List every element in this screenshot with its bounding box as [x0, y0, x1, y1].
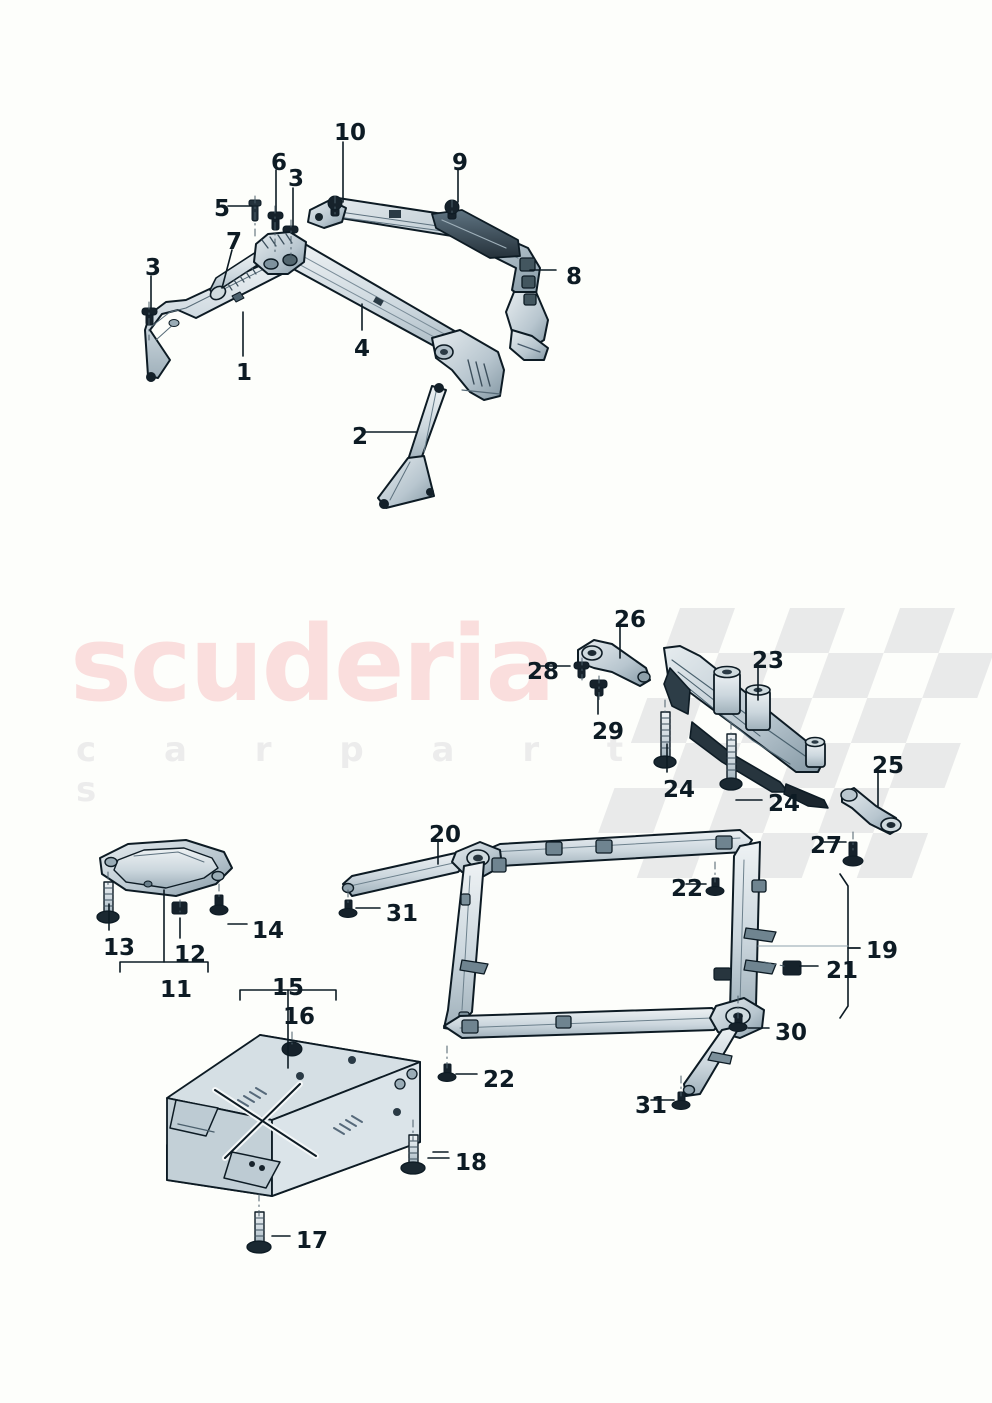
callout-number-24: 24 [663, 777, 696, 803]
part-22-bolt-upper [705, 877, 725, 896]
callout-number-21: 21 [826, 958, 859, 984]
callout-number-31: 31 [635, 1093, 668, 1119]
callout-number-3: 3 [288, 166, 305, 192]
callout-number-26: 26 [614, 607, 647, 633]
callout-number-7: 7 [226, 229, 243, 255]
leader-lines [108, 141, 879, 1237]
callout-number-13: 13 [103, 935, 136, 961]
part-11-cover-plate [99, 839, 233, 897]
callout-number-19: 19 [866, 938, 899, 964]
callout-number-30: 30 [775, 1020, 808, 1046]
callout-number-22: 22 [671, 876, 704, 902]
callout-number-24: 24 [768, 791, 801, 817]
callout-number-1: 1 [236, 360, 253, 386]
center-axes [107, 195, 854, 1217]
callout-number-29: 29 [592, 719, 625, 745]
callout-number-28: 28 [527, 659, 560, 685]
callout-number-17: 17 [296, 1228, 329, 1254]
callout-number-20: 20 [429, 822, 462, 848]
callout-number-4: 4 [354, 336, 371, 362]
callout-number-3: 3 [145, 255, 162, 281]
callout-number-12: 12 [174, 942, 207, 968]
callout-number-10: 10 [334, 120, 367, 146]
callout-number-11: 11 [160, 977, 193, 1003]
part-14-bolt [209, 894, 229, 916]
part-13-bolt [96, 881, 120, 924]
part-23-subframe [663, 645, 829, 809]
callout-number-18: 18 [455, 1150, 488, 1176]
callout-number-14: 14 [252, 918, 285, 944]
part-4-right-mount [431, 329, 505, 401]
part-24-bolt-left [653, 711, 677, 769]
callout-number-15: 15 [272, 975, 305, 1001]
part-30-bolt [728, 1013, 748, 1032]
part-19-frame-assembly [443, 829, 777, 1097]
part-15-underbody-panel [166, 1034, 421, 1197]
callout-number-8: 8 [566, 264, 583, 290]
callout-number-22: 22 [483, 1067, 516, 1093]
part-2-diagonal-brace [377, 383, 447, 509]
part-31-bolt-left [338, 899, 358, 918]
part-27-bolt [842, 841, 864, 867]
callout-number-25: 25 [872, 753, 905, 779]
part-26-link-arm [577, 639, 651, 687]
part-20-upper-left-rail [341, 851, 469, 897]
part-18-bolt [400, 1134, 426, 1175]
callout-number-5: 5 [214, 196, 231, 222]
callout-number-2: 2 [352, 424, 369, 450]
part-25-link [840, 787, 902, 835]
part-21-clip [782, 960, 802, 976]
callout-number-27: 27 [810, 833, 843, 859]
part-16-grommet [281, 1041, 303, 1057]
part-17-bolt [246, 1211, 272, 1254]
callout-number-6: 6 [271, 150, 288, 176]
callout-number-31: 31 [386, 901, 419, 927]
callout-number-9: 9 [452, 150, 469, 176]
part-31-bolt-right [671, 1091, 691, 1110]
callout-number-23: 23 [752, 648, 785, 674]
callout-number-16: 16 [283, 1004, 316, 1030]
